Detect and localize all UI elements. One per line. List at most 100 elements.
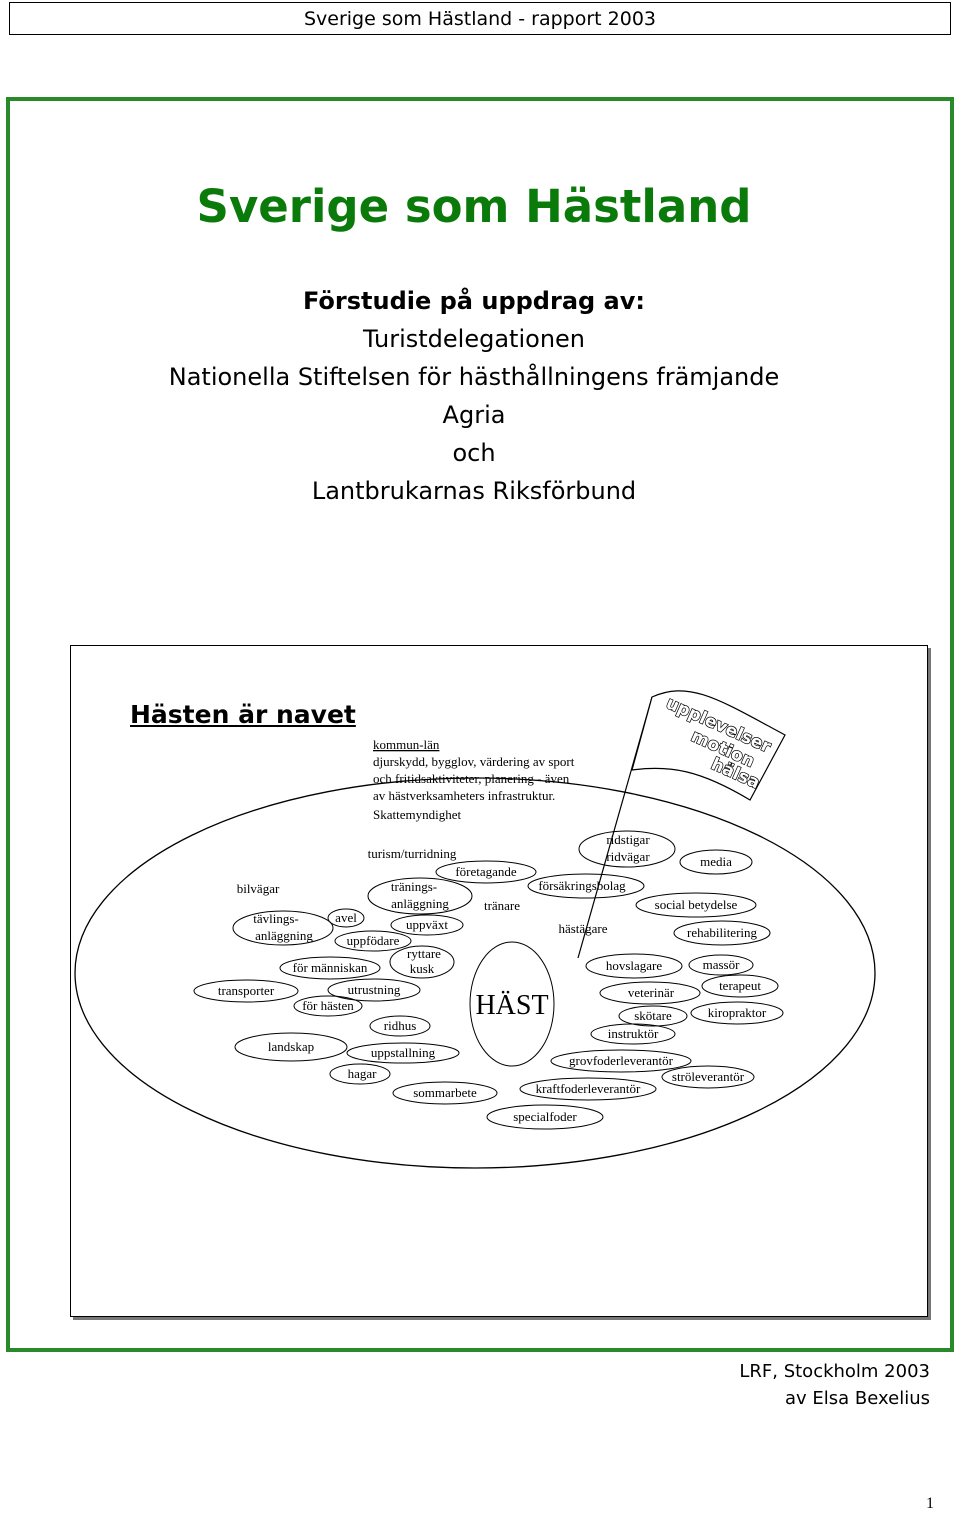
ridvagar-oval xyxy=(578,830,676,868)
foretagande-oval xyxy=(435,860,537,884)
center-label: HÄST xyxy=(475,990,548,1021)
label-rehab: rehabilitering xyxy=(687,925,758,940)
social-oval xyxy=(635,892,757,918)
label-hagar: hagar xyxy=(348,1066,378,1081)
label-ryttare: ryttare xyxy=(407,946,441,961)
label-terapeut: terapeut xyxy=(719,978,761,993)
authority-block: kommun-län djurskydd, bygglov, värdering… xyxy=(373,737,575,822)
label-uppstallning: uppstallning xyxy=(371,1045,436,1060)
label-instruktor: instruktör xyxy=(608,1026,659,1041)
terapeut-oval xyxy=(701,974,779,998)
running-header: Sverige som Hästland - rapport 2003 xyxy=(9,2,951,35)
cover-frame xyxy=(6,97,954,1352)
label-avel: avel xyxy=(335,910,357,925)
massor-oval xyxy=(688,954,754,976)
label-social: social betydelse xyxy=(655,897,738,912)
instruktor-oval xyxy=(590,1023,676,1045)
kraftfoder-oval xyxy=(519,1077,657,1101)
label-ridhus: ridhus xyxy=(384,1018,417,1033)
label-specialfoder: specialfoder xyxy=(513,1109,577,1124)
center-oval xyxy=(469,941,555,1067)
sommarbete-oval xyxy=(392,1081,498,1105)
label-manniskan: för människan xyxy=(293,960,368,975)
label-uppfodare: uppfödare xyxy=(347,933,400,948)
label-tranings-2: anläggning xyxy=(391,896,449,911)
label-tranings-1: tränings- xyxy=(391,879,437,894)
forsakring-oval xyxy=(527,873,645,899)
authority-line: Skattemyndighet xyxy=(373,807,461,822)
label-tavlings-1: tävlings- xyxy=(253,911,299,926)
label-utrustning: utrustning xyxy=(348,982,401,997)
label-hovslagare: hovslagare xyxy=(606,958,663,973)
traningsanl-oval xyxy=(367,877,473,915)
utrustning-oval xyxy=(327,978,421,1002)
oval-group xyxy=(193,830,784,1130)
sponsor-block: Förstudie på uppdrag av: Turistdelegatio… xyxy=(0,282,948,510)
label-ridvagar: ridvägar xyxy=(606,849,650,864)
label-hastagare: hästägare xyxy=(558,921,607,936)
rehab-oval xyxy=(673,920,771,946)
label-skotare: skötare xyxy=(634,1008,672,1023)
label-ridstigar: ridstigar xyxy=(606,832,650,847)
label-bilvagar: bilvägar xyxy=(237,881,280,896)
landskap-oval xyxy=(234,1032,348,1062)
label-transporter: transporter xyxy=(218,983,275,998)
ryttare-oval xyxy=(389,945,455,979)
label-strolev: ströleverantör xyxy=(672,1069,745,1084)
grovfoder-oval xyxy=(550,1049,692,1073)
skotare-oval xyxy=(618,1005,688,1027)
transporter-oval xyxy=(193,979,299,1003)
authority-line: djurskydd, bygglov, värdering av sport xyxy=(373,754,575,769)
label-sommarbete: sommarbete xyxy=(413,1085,477,1100)
authority-line: av hästverksamheters infrastruktur. xyxy=(373,788,555,803)
label-hasten: för hästen xyxy=(302,998,354,1013)
label-grovfoder: grovfoderleverantör xyxy=(569,1053,674,1068)
kiropraktor-oval xyxy=(690,1001,784,1025)
outer-oval xyxy=(74,777,876,1169)
flag xyxy=(631,690,786,801)
authority-line: kommun-län xyxy=(373,737,440,752)
ridhus-oval xyxy=(369,1015,431,1037)
sponsor-line: Agria xyxy=(442,401,506,429)
label-massor: massör xyxy=(703,957,741,972)
page-number: 1 xyxy=(926,1495,934,1512)
commissioned-label: Förstudie på uppdrag av: xyxy=(303,287,645,315)
tavlingsanl-oval xyxy=(232,910,334,946)
label-media: media xyxy=(700,854,732,869)
sponsor-line: Nationella Stiftelsen för hästhållningen… xyxy=(168,363,780,391)
footer-line: LRF, Stockholm 2003 xyxy=(739,1361,930,1382)
uppvaxt-oval xyxy=(390,914,464,936)
manniskan-oval xyxy=(279,956,381,980)
hub-heading: Hästen är navet xyxy=(130,700,356,729)
hasten-oval xyxy=(293,995,363,1017)
label-uppvaxt: uppväxt xyxy=(406,917,448,932)
footer-line: av Elsa Bexelius xyxy=(785,1388,930,1409)
label-landskap: landskap xyxy=(268,1039,314,1054)
uppfodare-oval xyxy=(334,930,412,952)
label-tavlings-2: anläggning xyxy=(255,928,313,943)
footer: LRF, Stockholm 2003 av Elsa Bexelius xyxy=(739,1358,930,1412)
header-title: Sverige som Hästland - rapport 2003 xyxy=(303,8,657,30)
hub-diagram-frame xyxy=(70,645,928,1317)
strolev-oval xyxy=(661,1065,755,1089)
hovslagare-oval xyxy=(585,953,683,979)
label-kusk: kusk xyxy=(410,961,435,976)
label-veterinar: veterinär xyxy=(628,985,675,1000)
label-turism: turism/turridning xyxy=(368,846,457,861)
cover-title: Sverige som Hästland xyxy=(196,180,752,233)
label-kiropraktor: kiropraktor xyxy=(708,1005,767,1020)
avel-oval xyxy=(327,908,365,928)
sponsor-line: Lantbrukarnas Riksförbund xyxy=(311,477,637,505)
specialfoder-oval xyxy=(486,1104,604,1130)
sponsor-line: och xyxy=(452,439,496,467)
authority-line: och fritidsaktiviteter, planering - även xyxy=(373,771,570,786)
sponsor-line: Turistdelegationen xyxy=(363,325,585,353)
label-forsakring: försäkringsbolag xyxy=(538,878,626,893)
uppstallning-oval xyxy=(346,1042,460,1064)
label-foretagande: företagande xyxy=(455,864,517,879)
media-oval xyxy=(679,849,753,875)
label-kraftfoder: kraftfoderleverantör xyxy=(536,1081,641,1096)
hagar-oval xyxy=(329,1063,391,1085)
label-tranare: tränare xyxy=(484,898,520,913)
